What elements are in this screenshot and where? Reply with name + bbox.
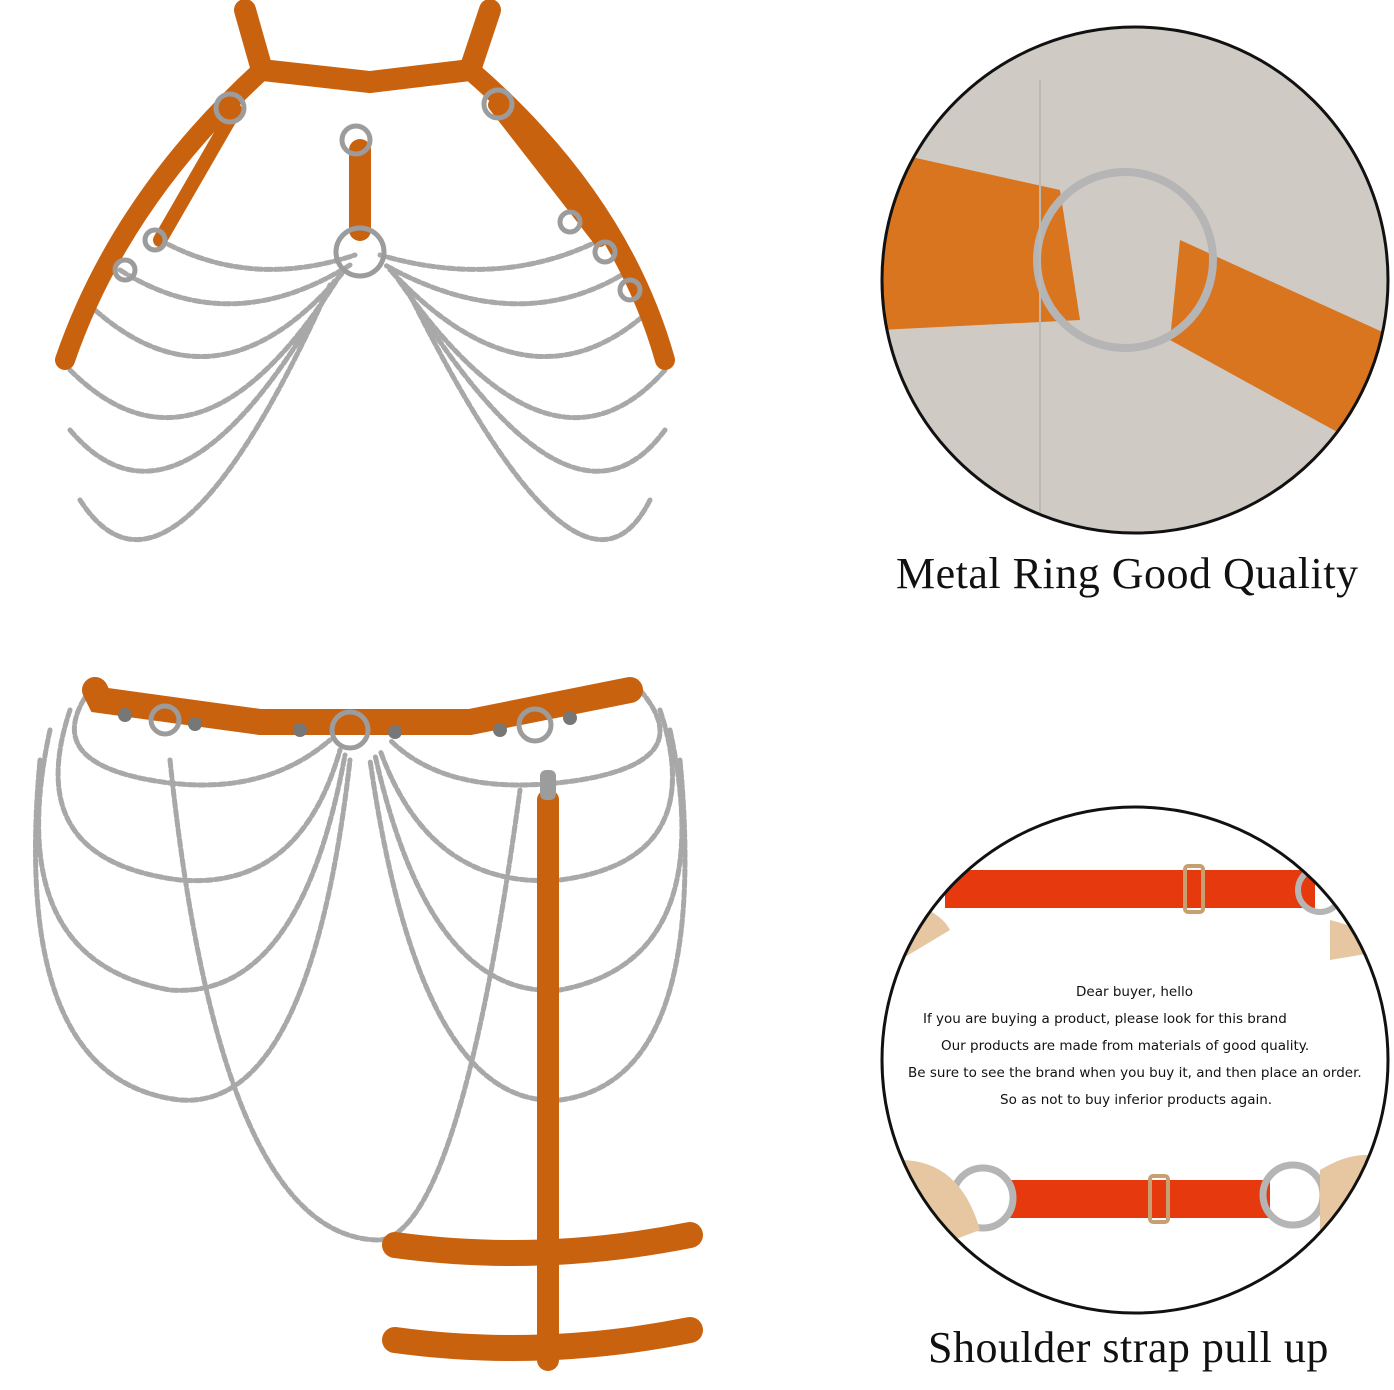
notice-line-4: So as not to buy inferior products again… (1000, 1092, 1273, 1108)
strap-adjust-closeup (880, 805, 1390, 1315)
notice-line-2: Our products are made from materials of … (941, 1038, 1310, 1054)
chest-harness (55, 0, 675, 543)
notice-greeting: Dear buyer, hello (1076, 984, 1193, 1000)
strap-pull-caption: Shoulder strap pull up (928, 1323, 1329, 1372)
ring-quality-caption: Metal Ring Good Quality (896, 549, 1359, 598)
notice-line-3: Be sure to see the brand when you buy it… (908, 1065, 1362, 1081)
notice-line-1: If you are buying a product, please look… (923, 1011, 1287, 1027)
ring-closeup (880, 25, 1390, 535)
waist-leg-harness (33, 677, 703, 1371)
